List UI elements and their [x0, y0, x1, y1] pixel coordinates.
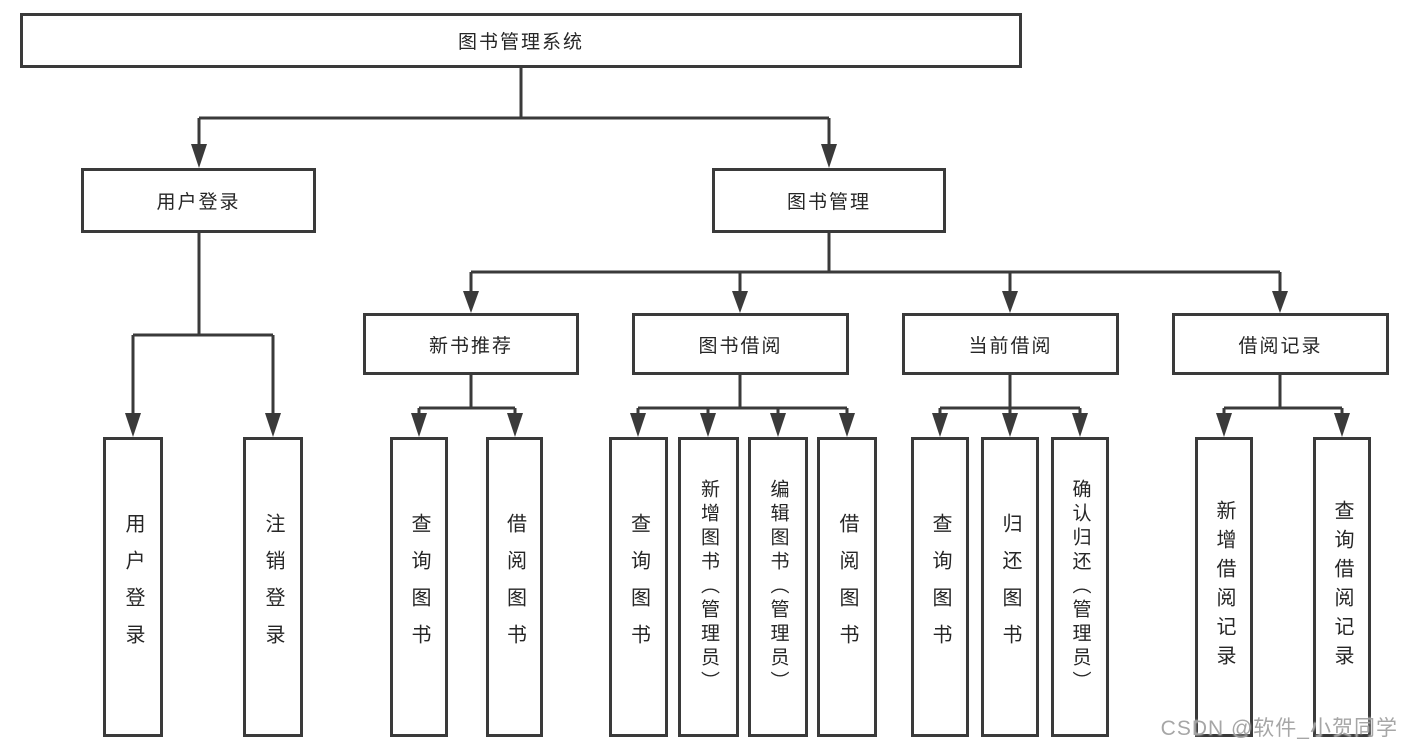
node-book-management: 图书管理 — [712, 168, 946, 233]
node-root: 图书管理系统 — [20, 13, 1022, 68]
leaf-return-books-label: 归还图书 — [999, 513, 1021, 661]
leaf-query-books-1: 查询图书 — [390, 437, 448, 737]
node-user-login-label: 用户登录 — [156, 192, 241, 213]
leaf-query-borrow-record: 查询借阅记录 — [1313, 437, 1371, 737]
leaf-add-borrow-record-label: 新增借阅记录 — [1213, 500, 1235, 674]
leaf-user-login: 用户登录 — [103, 437, 163, 737]
leaf-borrow-books-1-label: 借阅图书 — [503, 513, 526, 661]
node-root-label: 图书管理系统 — [457, 32, 584, 53]
node-new-book-recommend-label: 新书推荐 — [428, 335, 513, 357]
leaf-return-books: 归还图书 — [981, 437, 1039, 737]
leaf-query-books-2-label: 查询图书 — [627, 513, 650, 661]
node-current-borrowing: 当前借阅 — [902, 313, 1119, 375]
arrowheads — [125, 144, 1350, 437]
node-book-borrowing: 图书借阅 — [632, 313, 849, 375]
leaf-borrow-books-2: 借阅图书 — [817, 437, 877, 737]
leaf-query-books-1-label: 查询图书 — [408, 513, 430, 661]
node-book-management-label: 图书管理 — [786, 192, 871, 213]
leaf-confirm-return-admin: 确认归还（管理员） — [1051, 437, 1109, 737]
leaf-add-books-admin: 新增图书（管理员） — [678, 437, 739, 737]
leaf-add-books-admin-label: 新增图书（管理员） — [698, 479, 719, 695]
leaf-logout: 注销登录 — [243, 437, 303, 737]
leaf-borrow-books-1: 借阅图书 — [486, 437, 543, 737]
leaf-query-borrow-record-label: 查询借阅记录 — [1331, 500, 1353, 674]
leaf-borrow-books-2-label: 借阅图书 — [836, 513, 858, 661]
node-borrowing-records: 借阅记录 — [1172, 313, 1389, 375]
leaf-confirm-return-admin-label: 确认归还（管理员） — [1069, 479, 1091, 695]
leaf-query-books-3-label: 查询图书 — [929, 513, 951, 661]
leaf-logout-label: 注销登录 — [262, 513, 284, 661]
node-current-borrowing-label: 当前借阅 — [968, 335, 1053, 357]
leaf-edit-books-admin-label: 编辑图书（管理员） — [767, 479, 789, 695]
leaf-add-borrow-record: 新增借阅记录 — [1195, 437, 1253, 737]
leaf-query-books-2: 查询图书 — [609, 437, 668, 737]
leaf-edit-books-admin: 编辑图书（管理员） — [748, 437, 808, 737]
node-user-login: 用户登录 — [81, 168, 316, 233]
node-book-borrowing-label: 图书借阅 — [698, 335, 783, 357]
leaf-user-login-label: 用户登录 — [122, 513, 144, 661]
csdn-watermark: CSDN @软件_小贺同学 — [1160, 717, 1398, 740]
node-new-book-recommend: 新书推荐 — [363, 313, 579, 375]
leaf-query-books-3: 查询图书 — [911, 437, 969, 737]
node-borrowing-records-label: 借阅记录 — [1238, 335, 1323, 357]
